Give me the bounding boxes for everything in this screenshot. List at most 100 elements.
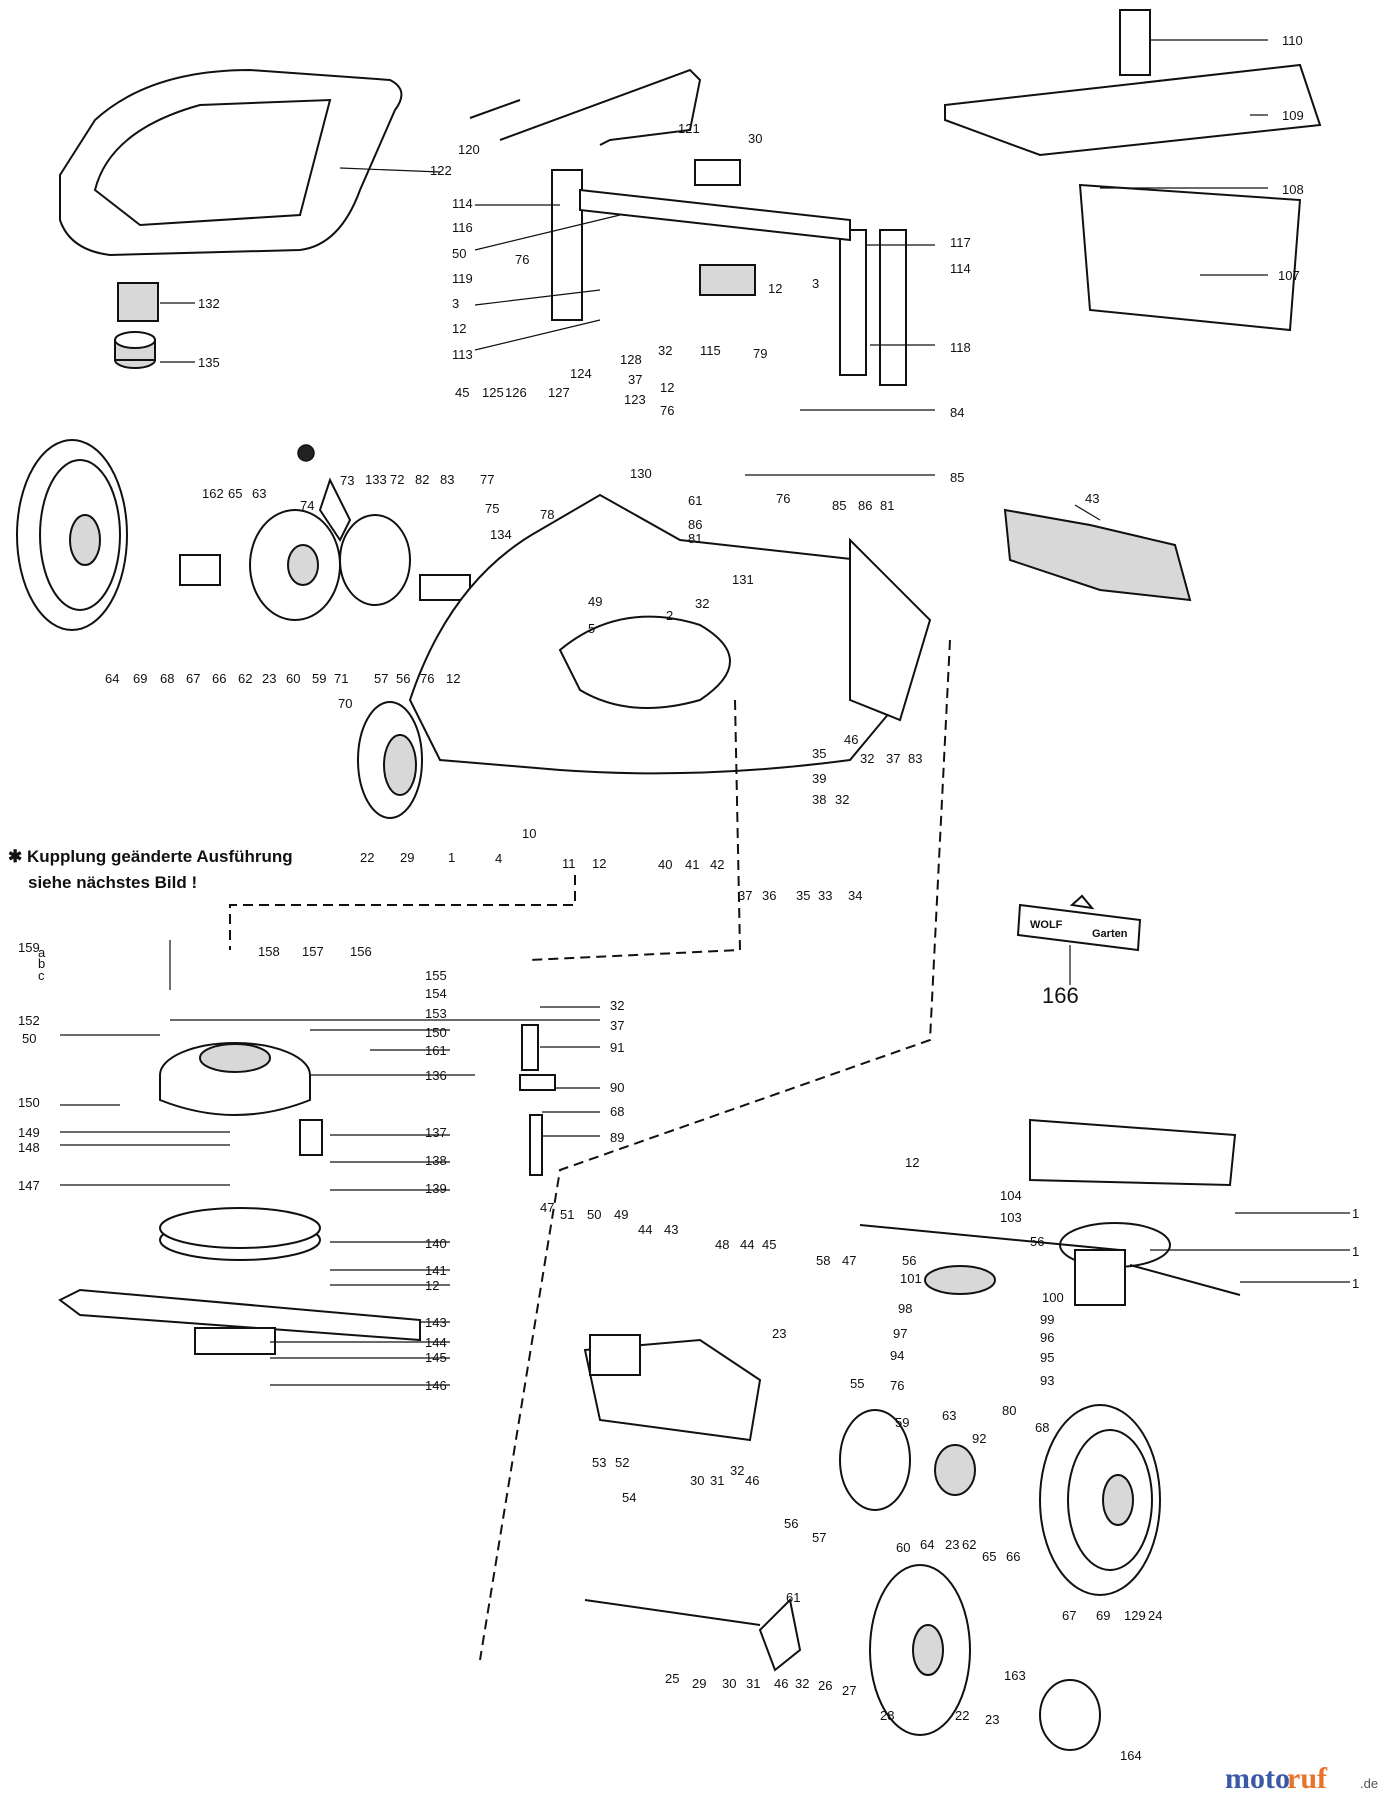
watermark-part-2: ruf — [1287, 1762, 1328, 1795]
part-number-label: 62 — [238, 671, 252, 686]
part-number-label: 60 — [896, 1540, 910, 1555]
part-number-label: 86 — [858, 498, 872, 513]
part-number-label: 61 — [688, 493, 702, 508]
site-watermark: moto ruf .de — [1225, 1762, 1378, 1795]
height-adjuster-parts — [584, 1334, 802, 1672]
part-number-label: 56 — [784, 1516, 798, 1531]
part-number-label: 11 — [562, 856, 576, 871]
part-number-label: 137 — [425, 1125, 447, 1140]
part-number-label: 32 — [695, 596, 709, 611]
part-number-label: 99 — [1040, 1312, 1054, 1327]
logo-text-left: WOLF — [1030, 919, 1063, 931]
part-number-label: 12 — [660, 380, 674, 395]
part-number-label: 3 — [812, 276, 819, 291]
part-number-label: 12 — [905, 1155, 919, 1170]
part-number-label: 139 — [425, 1181, 447, 1196]
part-number-label: 5 — [588, 621, 595, 636]
part-number-label: b — [38, 956, 45, 971]
part-number-label: 35 — [796, 888, 810, 903]
part-number-label: 47 — [540, 1200, 554, 1215]
part-number-label: 67 — [1062, 1608, 1076, 1623]
part-number-label: 41 — [685, 857, 699, 872]
part-number-label: 49 — [614, 1207, 628, 1222]
part-number-label: 56 — [902, 1253, 916, 1268]
watermark-suffix: .de — [1360, 1776, 1378, 1791]
part-number-label: 81 — [880, 498, 894, 513]
part-number-label: 74 — [300, 498, 314, 513]
part-number-label: 68 — [610, 1104, 624, 1119]
part-number-label: 125 — [482, 385, 504, 400]
clutch-assembly — [159, 1042, 323, 1261]
front-wheel — [357, 701, 423, 819]
part-number-label: 56 — [1030, 1234, 1044, 1249]
part-number-label: 70 — [338, 696, 352, 711]
part-number-label: 50 — [22, 1031, 36, 1046]
part-number-label: 65 — [228, 486, 242, 501]
assembly-note: ✱ Kupplung geänderte Ausführung siehe nä… — [8, 847, 293, 892]
part-number-label: 46 — [745, 1473, 759, 1488]
part-number-label: 161 — [425, 1043, 447, 1058]
part-number-label: 159 — [18, 940, 40, 955]
watermark-part-1: moto — [1225, 1762, 1290, 1795]
part-number-label: 1 — [448, 850, 455, 865]
part-number-label: 10 — [522, 826, 536, 841]
part-number-label: 50 — [587, 1207, 601, 1222]
part-number-label: 114 — [950, 261, 971, 276]
part-number-label: 103 — [1000, 1210, 1022, 1225]
cutting-blade — [58, 1288, 421, 1355]
part-number-label: 32 — [795, 1676, 809, 1691]
part-number-label: 95 — [1040, 1350, 1054, 1365]
part-number-label: 33 — [818, 888, 832, 903]
part-number-label: 22 — [360, 850, 374, 865]
part-number-label: 109 — [1282, 108, 1304, 123]
part-number-label: 150 — [18, 1095, 40, 1110]
part-number-label: 57 — [812, 1530, 826, 1545]
part-number-label: 69 — [1096, 1608, 1110, 1623]
part-number-label: 121 — [678, 121, 700, 136]
part-number-label: 91 — [610, 1040, 624, 1055]
mower-deck — [408, 493, 932, 775]
logo-text-right: Garten — [1092, 928, 1128, 940]
part-135-cylinder — [114, 331, 156, 369]
part-number-label: 45 — [455, 385, 469, 400]
assembly-dashed-outline — [229, 639, 951, 1661]
part-number-label: 47 — [842, 1253, 856, 1268]
part-number-label: 12 — [768, 281, 782, 296]
part-number-label: 143 — [425, 1315, 447, 1330]
gearbox-assembly — [859, 1118, 1241, 1306]
part-number-label: 1 — [1352, 1276, 1359, 1291]
part-number-label: 153 — [425, 1006, 447, 1021]
part-number-label: 4 — [495, 851, 502, 866]
part-number-label: 25 — [665, 1671, 679, 1686]
part-number-label: 164 — [1120, 1748, 1142, 1763]
part-number-label: 32 — [610, 998, 624, 1013]
part-number-label: 43 — [664, 1222, 678, 1237]
part-number-label: 62 — [962, 1537, 976, 1552]
part-number-label: 50 — [452, 246, 466, 261]
part-number-label: 37 — [628, 372, 642, 387]
part-number-label: 122 — [430, 163, 452, 178]
part-number-label: 23 — [945, 1537, 959, 1552]
part-number-label: 85 — [832, 498, 846, 513]
part-number-label: 67 — [186, 671, 200, 686]
part-number-label: 43 — [1085, 491, 1099, 506]
part-number-label: 59 — [895, 1415, 909, 1430]
part-number-label: 141 — [425, 1263, 447, 1278]
part-number-label: 55 — [850, 1376, 864, 1391]
part-number-label: 83 — [908, 751, 922, 766]
part-number-label: 131 — [732, 572, 754, 587]
part-number-label: 77 — [480, 472, 494, 487]
part-number-label: 110 — [1282, 33, 1303, 48]
part-number-label: 115 — [700, 343, 721, 358]
part-number-label: 116 — [452, 220, 473, 235]
part-number-label: 133 — [365, 472, 387, 487]
part-number-label: 138 — [425, 1153, 447, 1168]
part-number-label: 83 — [440, 472, 454, 487]
part-number-label: 60 — [286, 671, 300, 686]
part-number-label: 108 — [1282, 182, 1304, 197]
part-number-label: 26 — [818, 1678, 832, 1693]
part-number-label: 73 — [340, 473, 354, 488]
part-number-label: 157 — [302, 944, 324, 959]
